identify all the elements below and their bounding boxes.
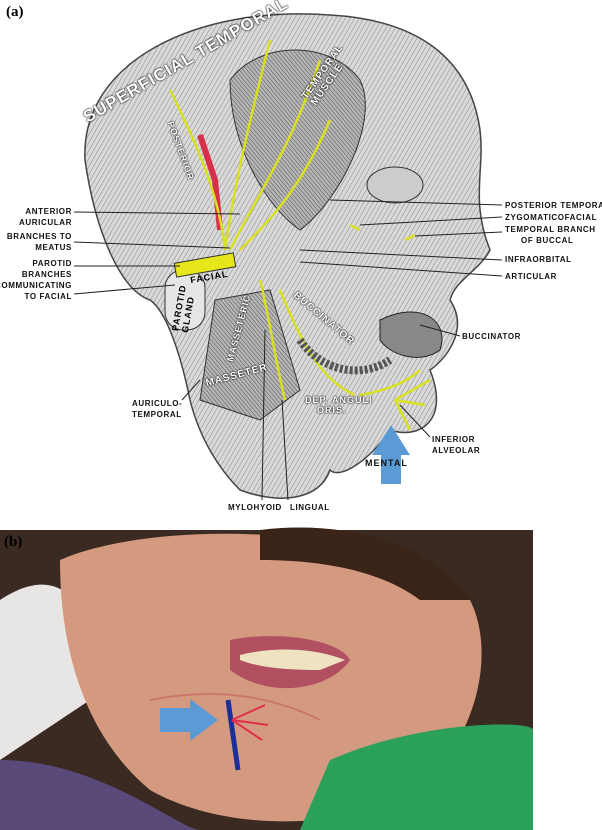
label-of-buccal: OF BUCCAL (521, 236, 574, 245)
lip (379, 311, 443, 358)
skull-outline (84, 13, 491, 499)
label-posterior-temporal: POSTERIOR TEMPORAL (505, 201, 602, 210)
label-temporal-branch: TEMPORAL BRANCH (505, 225, 596, 234)
blue-marker-line (225, 699, 241, 771)
panel-a-label: (a) (6, 4, 24, 20)
label-mylohyoid: MYLOHYOID (228, 503, 282, 512)
right-arrow (160, 699, 218, 741)
facial-nerve-trunk (173, 252, 237, 278)
red-nerve-markings (231, 704, 269, 741)
label-zygomaticofacial: ZYGOMATICOFACIAL (505, 213, 598, 222)
label-articular: ARTICULAR (505, 272, 558, 281)
up-arrow (372, 425, 410, 484)
anatomical-illustration (73, 13, 503, 501)
dentition (296, 337, 393, 375)
masseter-muscle (199, 289, 301, 421)
leader-lines (73, 199, 503, 501)
nerves (168, 39, 431, 431)
label-lingual: LINGUAL (290, 503, 330, 512)
label-infraorbital: INFRAORBITAL (505, 255, 572, 264)
label-mental: MENTAL (365, 458, 408, 468)
eye (366, 166, 424, 204)
label-buccinator: BUCCINATOR (462, 332, 522, 341)
label-auriculo-temporal: AURICULO-TEMPORAL (132, 399, 183, 419)
panel-b-label: (b) (4, 534, 23, 550)
